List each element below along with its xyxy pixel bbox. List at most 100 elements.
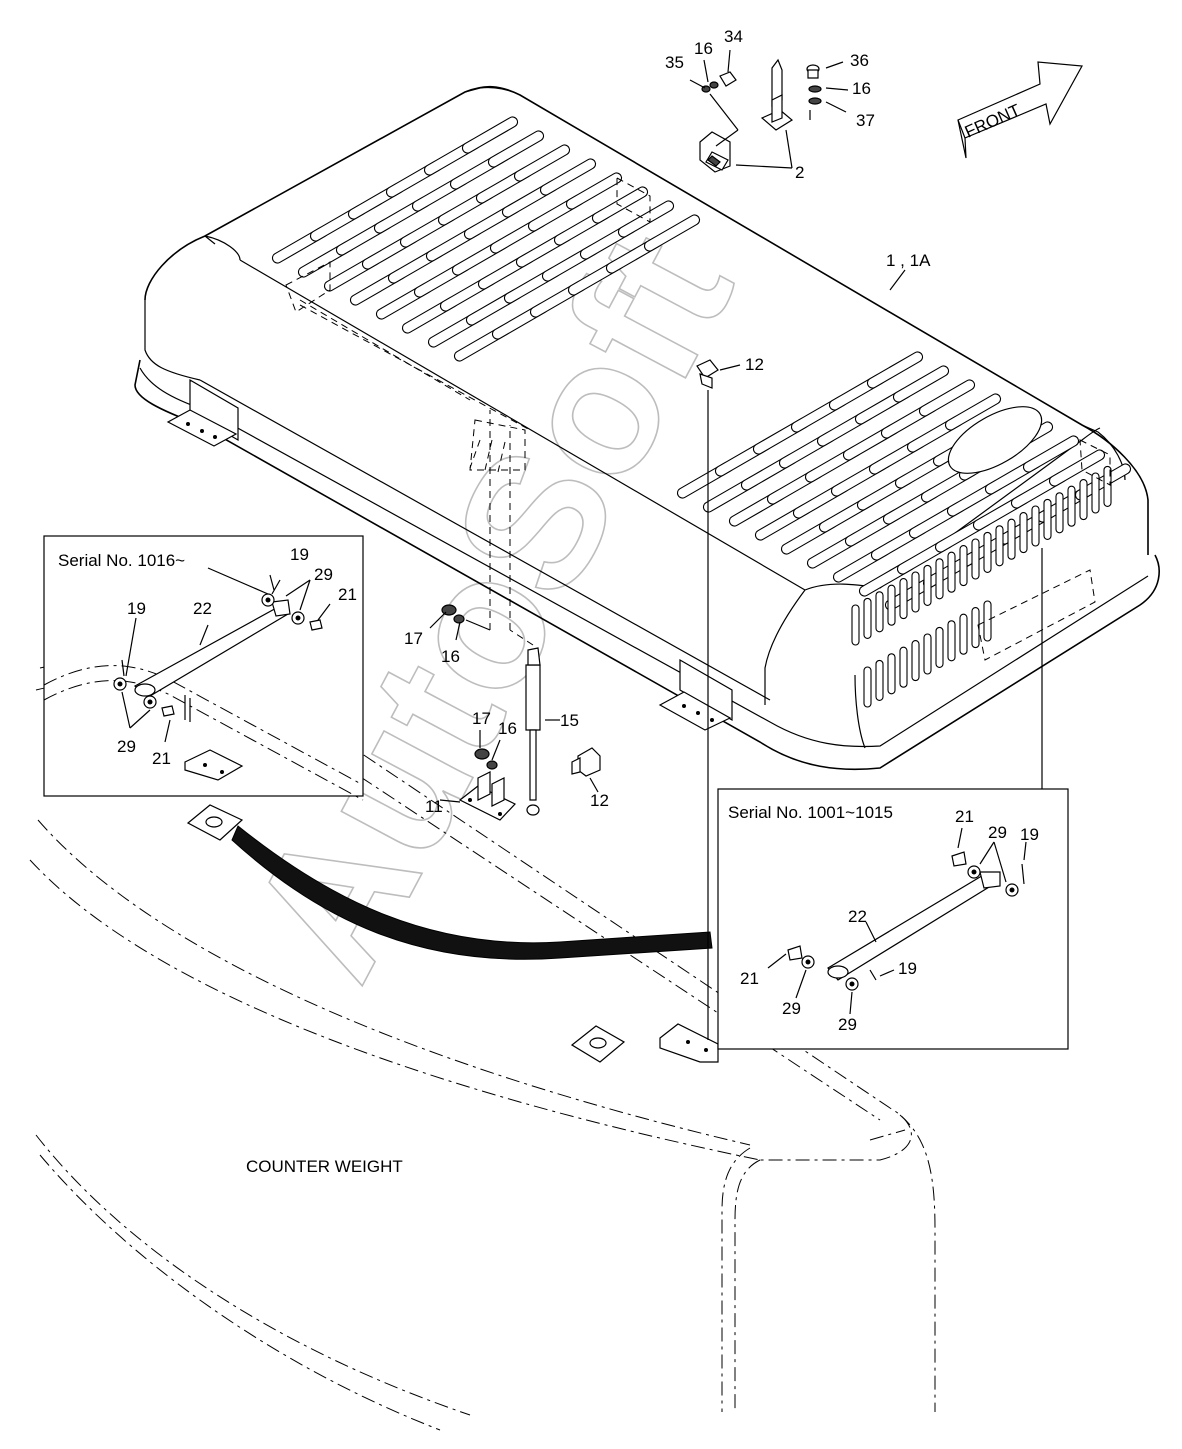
vent-slot (918, 379, 976, 417)
part-36: 36 (850, 51, 869, 70)
louver-slot (935, 626, 944, 668)
counter-weight-label: COUNTER WEIGHT (246, 1157, 403, 1176)
engine-hood (134, 85, 1160, 771)
part-29: 29 (314, 565, 333, 584)
inset-serial-1001-1015: Serial No. 1001~1015 21 29 19 22 21 19 2… (717, 788, 1069, 1050)
louver-slot (1055, 492, 1064, 534)
part-19: 19 (898, 959, 917, 978)
louver-slot (887, 584, 896, 626)
hood-bolt-12 (696, 359, 741, 1040)
louver-slot (959, 545, 968, 587)
vent-slot (565, 172, 623, 210)
part-37: 37 (856, 111, 875, 130)
louver-slot (1019, 512, 1028, 554)
hood-vent-slots (271, 116, 1132, 611)
louver-slot (887, 653, 896, 695)
serial-1001-1015-title: Serial No. 1001~1015 (728, 803, 893, 822)
front-arrow: FRONT (957, 61, 1083, 159)
hood-hinges (166, 378, 733, 731)
louver-slot (875, 659, 884, 701)
louver-slot (983, 600, 992, 642)
hood-side-louvers (851, 465, 1112, 708)
part-29: 29 (838, 1015, 857, 1034)
vent-slot (591, 186, 649, 224)
part-16: 16 (498, 719, 517, 738)
callout-labels: 34 16 35 36 16 37 2 1 , 1A 12 17 16 17 1… (246, 27, 931, 1176)
louver-slot (983, 531, 992, 573)
louver-slot (1031, 505, 1040, 547)
louver-slot (1043, 498, 1052, 540)
vent-slot (944, 393, 1002, 431)
louver-slot (1007, 518, 1016, 560)
part-17: 17 (472, 709, 491, 728)
louver-slot (899, 646, 908, 688)
part-16: 16 (441, 647, 460, 666)
fuel-cap-opening (947, 406, 1043, 474)
louver-slot (971, 538, 980, 580)
part-15: 15 (560, 711, 579, 730)
serial-1016-title: Serial No. 1016~ (58, 551, 185, 570)
vent-slot (461, 116, 519, 154)
vent-slot (892, 365, 950, 403)
latch-bracket (699, 58, 794, 173)
louver-slot (923, 633, 932, 675)
part-34: 34 (724, 27, 743, 46)
louver-slot (923, 564, 932, 606)
vent-slot (1048, 449, 1106, 487)
louver-slot (947, 551, 956, 593)
part-22: 22 (193, 599, 212, 618)
hidden-brackets (285, 177, 1111, 661)
louver-slot (863, 666, 872, 708)
lower-bracket (441, 410, 601, 821)
part-21: 21 (740, 969, 759, 988)
louver-slot (959, 613, 968, 655)
part-16: 16 (694, 39, 713, 58)
vent-slot (487, 130, 545, 168)
vent-slot (866, 351, 924, 389)
part-2: 2 (795, 163, 804, 182)
part-21: 21 (338, 585, 357, 604)
part-11: 11 (425, 797, 443, 816)
louver-slot (947, 620, 956, 662)
counter-weight-pads (186, 804, 719, 1063)
part-29: 29 (117, 737, 136, 756)
louver-slot (911, 571, 920, 613)
louver-slot (1079, 479, 1088, 521)
part-16: 16 (852, 79, 871, 98)
part-12: 12 (745, 355, 764, 374)
part-19: 19 (290, 545, 309, 564)
louver-slot (875, 591, 884, 633)
part-29: 29 (782, 999, 801, 1018)
inset-serial-1016: Serial No. 1016~ 19 29 21 19 22 29 21 (43, 535, 364, 801)
louver-slot (1067, 485, 1076, 527)
guide-curve (231, 825, 713, 960)
part-21: 21 (955, 807, 974, 826)
louver-slot (1103, 465, 1112, 507)
part-21: 21 (152, 749, 171, 768)
louver-slot (971, 607, 980, 649)
louver-slot (863, 597, 872, 639)
louver-slot (899, 578, 908, 620)
vent-slot (539, 158, 597, 196)
part-19: 19 (127, 599, 146, 618)
vent-slot (643, 214, 701, 252)
louver-slot (1091, 472, 1100, 514)
louver-slot (911, 640, 920, 682)
part-35: 35 (665, 53, 684, 72)
louver-slot (935, 558, 944, 600)
part-22: 22 (848, 907, 867, 926)
vent-slot (617, 200, 675, 238)
vent-slot (513, 144, 571, 182)
part-12: 12 (590, 791, 609, 810)
vent-slot (1022, 435, 1080, 473)
louver-slot (851, 604, 860, 646)
hood-label: 1 , 1A (886, 251, 931, 270)
louver-slot (995, 525, 1004, 567)
part-29: 29 (988, 823, 1007, 842)
part-19: 19 (1020, 825, 1039, 844)
gas-spring (509, 425, 541, 816)
part-17: 17 (404, 629, 423, 648)
top-fasteners (701, 64, 822, 105)
